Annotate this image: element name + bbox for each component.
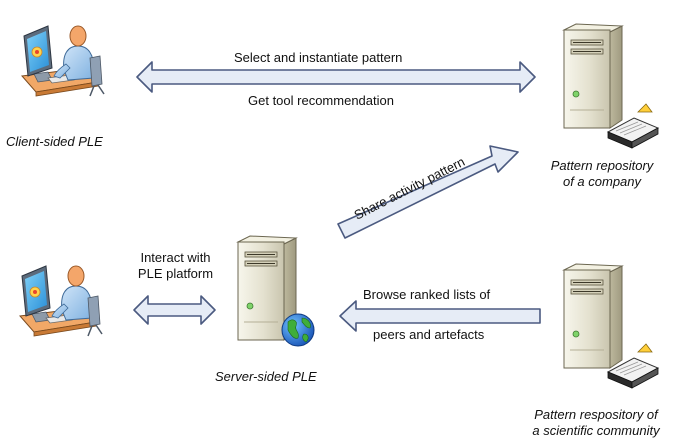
arrow-label-select-pattern: Select and instantiate pattern: [234, 50, 403, 65]
user-at-computer-icon: [19, 265, 103, 337]
node-label-server: Server-sided PLE: [215, 369, 317, 384]
company-repository-line2: of a company: [562, 174, 642, 189]
arrow-server-company: [337, 145, 519, 239]
company-repository-line1: Pattern repository: [550, 158, 654, 173]
arrow-label-share: Share activity pattern: [352, 154, 468, 223]
arrow-label-peers: peers and artefacts: [373, 327, 485, 342]
arrow-community-server: [339, 300, 541, 332]
node-label-client: Client-sided PLE: [6, 134, 103, 149]
arrow-label-interact: Interact with PLE platform: [128, 250, 223, 282]
arrow-client-server: [133, 295, 216, 325]
arrow-client-company: [136, 61, 536, 93]
node-label-community-repository: Pattern respository of a scientific comm…: [507, 407, 685, 439]
arrow-label-tool-recommendation: Get tool recommendation: [248, 93, 394, 108]
globe-icon: [281, 313, 315, 347]
community-repository-line1: Pattern respository of: [534, 407, 658, 422]
interact-line2: PLE platform: [137, 266, 214, 281]
server-tower-with-tray-icon: [563, 23, 659, 149]
arrow-label-browse: Browse ranked lists of: [363, 287, 491, 302]
server-tower-with-globe-icon: [237, 235, 315, 347]
node-label-company-repository: Pattern repository of a company: [527, 158, 677, 190]
server-tower-with-tray-icon: [563, 263, 659, 389]
user-at-computer-icon: [21, 25, 105, 97]
interact-line1: Interact with: [140, 250, 211, 265]
community-repository-line2: a scientific community: [532, 423, 660, 438]
